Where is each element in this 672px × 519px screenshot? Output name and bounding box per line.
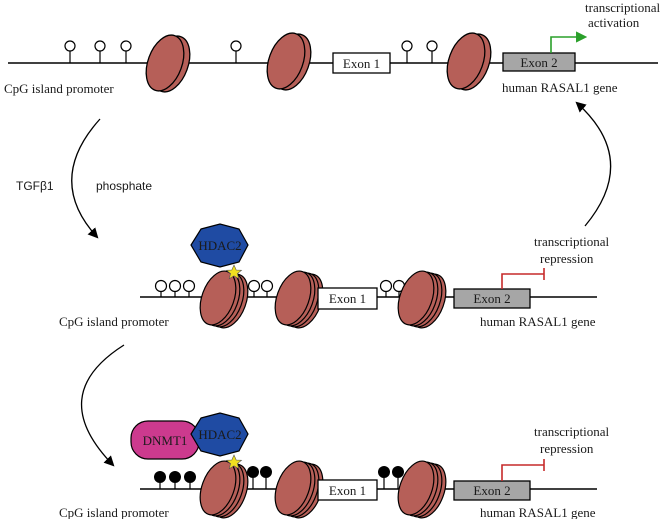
hdac2-label: HDAC2	[198, 238, 241, 253]
methylated-cpg-site	[378, 466, 390, 489]
unmethylated-cpg-site	[154, 279, 168, 297]
unmethylated-cpg-site	[260, 279, 274, 297]
methylated-gene-state: DNMT1 HDAC2 Exon 1 Exon 2 transcriptiona…	[59, 412, 612, 519]
nucleosome-stack	[199, 270, 249, 329]
nucleosome	[266, 32, 312, 91]
methylated-cpg-site	[247, 466, 259, 489]
dnmt1-complex: DNMT1	[130, 420, 200, 460]
hdac2-complex: HDAC2	[190, 412, 249, 470]
repression-arrow	[501, 464, 544, 481]
exon2-label: Exon 2	[473, 291, 510, 306]
exon2-box	[502, 52, 576, 72]
nucleosome-stack	[397, 270, 447, 329]
unmethylated-cpg-site	[94, 40, 106, 63]
unmethylated-cpg-site	[120, 40, 132, 63]
methylated-cpg-group	[154, 466, 404, 489]
unmethylated-cpg-site	[182, 279, 196, 297]
nucleosome-stack	[397, 460, 447, 519]
exon1-box	[317, 479, 378, 501]
tgfb1-arrow	[71, 118, 101, 239]
methylated-cpg-site	[169, 471, 181, 489]
methylated-cpg-site	[184, 471, 196, 489]
methylated-cpg-site	[260, 466, 272, 489]
unmethylated-cpg-site	[64, 40, 76, 63]
dnmt1-label: DNMT1	[143, 433, 188, 448]
transition-arrows: TGFβ1 phosphate	[16, 101, 612, 467]
activation-arrow	[550, 31, 588, 53]
exon1-box	[332, 52, 391, 74]
exon1-box	[317, 287, 378, 310]
exon2-label: Exon 2	[473, 483, 510, 498]
activation-label: transcriptional activation	[585, 0, 663, 30]
promoter-label: CpG island promoter	[59, 505, 169, 519]
unmethylated-cpg-site	[247, 279, 261, 297]
reactivation-arrow	[575, 101, 612, 227]
hdac2-hexagon	[190, 412, 249, 457]
repression-label: transcriptional repression	[534, 234, 612, 266]
repressed-gene-state: HDAC2 Exon 1 Exon 2 transcriptional repr…	[59, 223, 612, 329]
exon1-label: Exon 1	[329, 291, 366, 306]
unmethylated-cpg-site	[426, 40, 438, 63]
gene-label: human RASAL1 gene	[480, 505, 596, 519]
exon1-label: Exon 1	[329, 483, 366, 498]
gene-label: human RASAL1 gene	[480, 314, 596, 329]
nucleosome-stack	[274, 270, 324, 329]
repression-label: transcriptional repression	[534, 424, 612, 456]
promoter-label: CpG island promoter	[4, 81, 114, 96]
nucleosome-stack	[274, 460, 324, 519]
gene-label: human RASAL1 gene	[502, 80, 618, 95]
repression-arrow	[501, 273, 544, 289]
exon2-box	[453, 480, 531, 501]
methylated-cpg-site	[392, 466, 404, 489]
exon2-box	[453, 288, 531, 309]
promoter-label: CpG island promoter	[59, 314, 169, 329]
hdac2-complex: HDAC2	[190, 223, 249, 280]
star-icon	[225, 454, 243, 470]
exon2-label: Exon 2	[520, 55, 557, 70]
unmethylated-cpg-site	[168, 279, 182, 297]
unmethylated-cpg-group	[64, 40, 438, 63]
methylated-cpg-site	[154, 471, 166, 489]
nucleosome	[145, 34, 191, 93]
phosphate-label: phosphate	[96, 179, 152, 193]
unmethylated-cpg-site	[379, 279, 393, 297]
nucleosome-stack	[199, 460, 249, 519]
hdac2-hexagon	[190, 223, 249, 268]
active-gene-state: Exon 1 Exon 2 transcriptional activation…	[4, 0, 663, 96]
hdac2-label: HDAC2	[198, 427, 241, 442]
unmethylated-cpg-site	[230, 40, 242, 63]
nucleosome	[446, 32, 492, 91]
star-icon	[225, 264, 243, 280]
unmethylated-cpg-site	[401, 40, 413, 63]
exon1-label: Exon 1	[343, 56, 380, 71]
tgfb1-label: TGFβ1	[16, 179, 54, 193]
methylation-arrow	[80, 344, 125, 467]
